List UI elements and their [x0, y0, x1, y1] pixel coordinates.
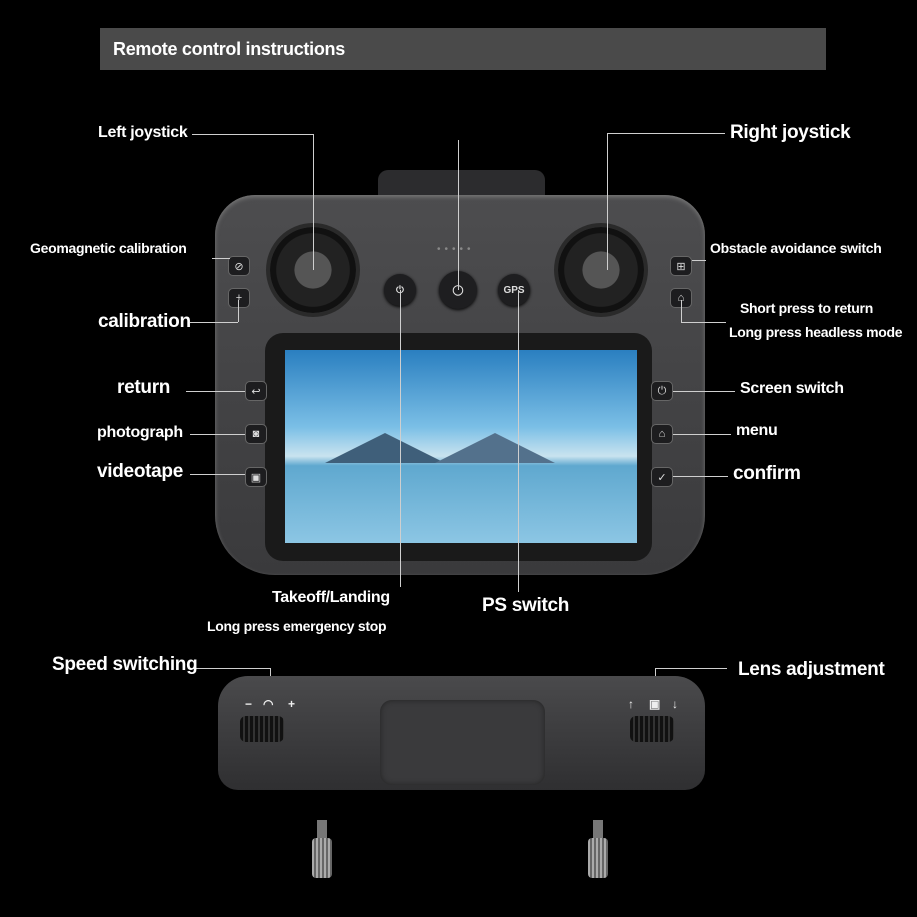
label-confirm: confirm [733, 463, 801, 484]
down-arrow-icon: ↓ [672, 697, 678, 711]
obstacle-avoidance-button[interactable]: ⊞ [670, 256, 692, 276]
display-screen [285, 350, 637, 543]
mountain-image [435, 433, 555, 463]
leader-line [681, 322, 726, 323]
speed-gauge-icon: ◠ [263, 697, 274, 711]
return-button[interactable]: ↩ [245, 381, 267, 401]
label-screen-switch: Screen switch [740, 380, 844, 397]
leader-line [673, 391, 735, 392]
gps-button[interactable]: GPS [498, 274, 530, 306]
calibration-icon: + [235, 292, 243, 304]
return-icon: ↩ [251, 385, 261, 398]
check-icon: ✓ [657, 471, 667, 484]
left-stick-knob[interactable] [312, 838, 332, 878]
lens-wheel[interactable] [630, 716, 674, 742]
label-geomagnetic-calibration: Geomagnetic calibration [30, 240, 187, 256]
drone-icon: ⌂ [677, 292, 685, 304]
plus-mark: + [288, 697, 296, 711]
label-obstacle-avoidance: Obstacle avoidance switch [710, 240, 882, 256]
leader-line [655, 668, 727, 669]
mountain-image [325, 433, 445, 463]
leader-line [192, 668, 270, 669]
label-takeoff-landing: Takeoff/Landing [272, 589, 390, 606]
leader-line [192, 134, 313, 135]
label-photograph: photograph [97, 424, 183, 441]
leader-line [692, 260, 706, 261]
leader-line [190, 322, 238, 323]
leader-line [607, 133, 725, 134]
page-title: Remote control instructions [113, 38, 345, 59]
power-icon: ⏻ [657, 384, 667, 397]
leader-line [458, 140, 459, 290]
menu-button[interactable]: ⌂ [651, 424, 673, 444]
camera-icon: ◙ [252, 428, 260, 440]
stick-shaft [593, 820, 603, 842]
leader-line [518, 290, 519, 592]
stick-shaft [317, 820, 327, 842]
center-housing [380, 700, 545, 785]
leader-line [673, 476, 728, 477]
title-bar: Remote control instructions [100, 28, 826, 70]
label-menu: menu [736, 422, 778, 439]
leader-line [186, 391, 245, 392]
label-calibration: calibration [98, 311, 191, 332]
leader-line [190, 434, 245, 435]
geomagnetic-calibration-button[interactable]: ⊘ [228, 256, 250, 276]
leader-line [681, 300, 682, 322]
screen-switch-button[interactable]: ⏻ [651, 381, 673, 401]
obstacle-icon: ⊞ [676, 260, 686, 273]
compass-icon: ⊘ [234, 260, 244, 273]
photograph-button[interactable]: ◙ [245, 424, 267, 444]
power-icon: ◯ [452, 284, 464, 296]
minus-mark: − [245, 697, 253, 711]
video-icon: ▣ [250, 471, 262, 484]
speed-wheel[interactable] [240, 716, 284, 742]
indicator-dots: ••••• [437, 244, 475, 255]
label-right-joystick: Right joystick [730, 122, 851, 143]
label-lens-adjustment: Lens adjustment [738, 659, 885, 680]
leader-line [607, 133, 608, 270]
leader-line [400, 290, 401, 587]
right-joystick[interactable] [558, 227, 644, 313]
up-arrow-icon: ↑ [628, 697, 634, 711]
label-videotape: videotape [97, 461, 183, 482]
power-arrow-icon: ⏻ [396, 285, 404, 296]
label-speed-switching: Speed switching [52, 654, 198, 675]
leader-line [238, 300, 239, 322]
label-emergency-stop: Long press emergency stop [207, 618, 387, 634]
camera-icon: ▣ [649, 697, 661, 711]
label-ps-switch: PS switch [482, 595, 570, 616]
label-left-joystick: Left joystick [98, 124, 188, 141]
leader-line [673, 434, 731, 435]
home-icon: ⌂ [658, 428, 666, 440]
right-stick-knob[interactable] [588, 838, 608, 878]
leader-line [313, 134, 314, 270]
calibration-button[interactable]: + [228, 288, 250, 308]
label-return: return [117, 377, 171, 398]
leader-line [190, 474, 245, 475]
confirm-button[interactable]: ✓ [651, 467, 673, 487]
label-long-press-headless: Long press headless mode [729, 324, 903, 340]
leader-line [212, 258, 230, 259]
label-short-press-return: Short press to return [740, 300, 873, 316]
videotape-button[interactable]: ▣ [245, 467, 267, 487]
